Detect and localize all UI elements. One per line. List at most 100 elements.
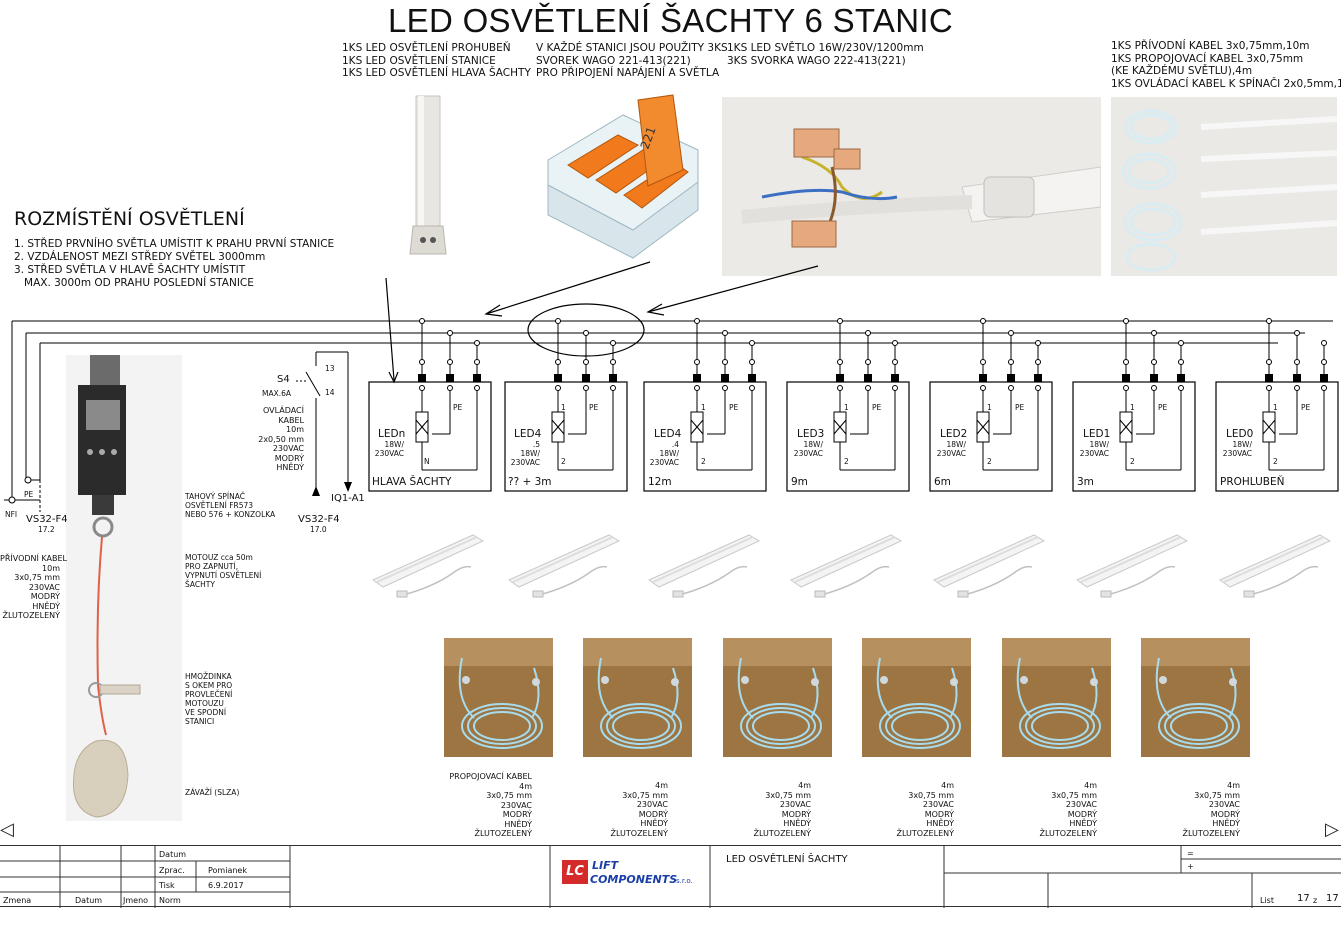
light-top-5: 1	[1130, 403, 1135, 412]
led-fixtures-row	[371, 534, 1332, 598]
light-terminal-0-0	[419, 359, 425, 365]
light-junction-5-2	[1178, 340, 1184, 346]
note-wago: V KAŽDÉ STANICI JSOU POUŽITY 3KS SVOREK …	[536, 42, 728, 79]
tb-datum2-label: Datum	[75, 896, 103, 905]
control-cable-label: OVLÁDACÍ KABEL 10m 2x0,50 mm 230VAC MODR…	[258, 406, 304, 472]
light-n-6: 2	[1273, 457, 1278, 466]
prev-page-icon[interactable]: ◁	[0, 819, 14, 840]
light-lamp-cross-b-0	[415, 419, 429, 435]
pe-label: PE	[24, 490, 34, 499]
light-n-3: 2	[844, 457, 849, 466]
light-name-0: LEDn	[378, 428, 406, 440]
light-n-0: N	[424, 457, 430, 466]
light-junction-1-2	[610, 340, 616, 346]
light-terminal-0-1	[447, 359, 453, 365]
light-label-6: PROHLUBEŇ	[1220, 476, 1285, 488]
led-fixture-body-0	[371, 534, 485, 588]
led-fixture-body-6	[1218, 534, 1332, 588]
light-pe-3: PE	[872, 403, 882, 412]
light-junction-5-0	[1123, 318, 1129, 324]
light-lamp-cross-b-1	[551, 419, 565, 435]
led-profile-photo	[404, 94, 454, 258]
light-terminal-5-0	[1123, 359, 1129, 365]
light-junction-4-2	[1035, 340, 1041, 346]
note-led-kit: 1KS LED SVĚTLO 16W/230V/1200mm 3KS SVORK…	[727, 42, 924, 67]
light-spec-5: 18W/ 230VAC	[1079, 440, 1109, 458]
light-connector-0-0	[418, 374, 426, 382]
light-junction-1-1	[583, 330, 589, 336]
vs-right-ref: 17.0	[310, 525, 327, 534]
arrow-connection-head	[646, 303, 665, 316]
led-fixture-cable-5	[1106, 565, 1176, 596]
tb-page-total: 17	[1326, 893, 1339, 904]
light-connector-6-2	[1320, 374, 1328, 382]
iq-label: IQ1-A1	[331, 493, 365, 504]
light-connector-1-0	[554, 374, 562, 382]
light-terminal-3-0	[837, 359, 843, 365]
rope-label: MOTOUZ cca 50m PRO ZAPNUTÍ, VYPNUTÍ OSVĚ…	[185, 553, 262, 589]
light-name-3: LED3	[797, 428, 825, 440]
tb-zprac-name: Pomianek	[208, 866, 247, 875]
light-terminal-6-0	[1266, 359, 1272, 365]
light-pin-5-2	[1178, 385, 1184, 391]
led-fixture-highlight-5	[1080, 536, 1182, 583]
title-block: Datum Zprac. Pomianek Tisk 6.9.2017 Norm…	[0, 845, 1341, 908]
cables-photo	[1111, 97, 1337, 276]
light-junction-3-1	[865, 330, 871, 336]
note-cables: 1KS PŘÍVODNÍ KABEL 3x0,75mm,10m 1KS PROP…	[1111, 40, 1341, 90]
light-spec-4: 18W/ 230VAC	[936, 440, 966, 458]
light-label-2: 12m	[648, 476, 672, 488]
light-junction-3-2	[892, 340, 898, 346]
arrow-wago	[485, 261, 651, 315]
led-fixture-highlight-6	[1223, 536, 1325, 583]
switch-blade	[305, 371, 321, 397]
light-pin-0-0	[419, 385, 425, 391]
light-box-3	[786, 318, 910, 492]
light-connector-3-2	[891, 374, 899, 382]
led-fixture-cable-6	[1249, 565, 1319, 596]
light-terminal-1-0	[555, 359, 561, 365]
cable-photo-2	[723, 638, 832, 757]
light-spec-2: .4 18W/ 230VAC	[649, 440, 679, 467]
light-spec-0: 18W/ 230VAC	[374, 440, 404, 458]
led-fixture-highlight-3	[794, 536, 896, 583]
light-terminal-2-0	[694, 359, 700, 365]
light-junction-4-1	[1008, 330, 1014, 336]
led-fixture-cable-0	[402, 565, 472, 596]
light-pin-4-0	[980, 385, 986, 391]
led-fixture-body-3	[789, 534, 903, 588]
light-connector-5-1	[1150, 374, 1158, 382]
light-connector-3-1	[864, 374, 872, 382]
light-terminal-4-2	[1035, 359, 1041, 365]
next-page-icon[interactable]: ▷	[1325, 819, 1339, 840]
light-connector-0-2	[473, 374, 481, 382]
cable-label-1: 4m 3x0,75 mm 230VAC MODRÝ HNĚDÝ ŽLUTOZEL…	[610, 781, 669, 838]
light-pin-0-2	[474, 385, 480, 391]
cable-photo-1	[583, 638, 692, 757]
led-fixture-plug-6	[1243, 590, 1255, 598]
light-connector-1-2	[609, 374, 617, 382]
light-label-5: 3m	[1077, 476, 1094, 488]
light-terminal-4-0	[980, 359, 986, 365]
light-top-1: 1	[561, 403, 566, 412]
light-connector-2-0	[693, 374, 701, 382]
tb-page-number: 17	[1297, 893, 1310, 904]
vs-left-ref: 17.2	[38, 525, 55, 534]
light-junction-4-0	[980, 318, 986, 324]
light-name-6: LED0	[1226, 428, 1254, 440]
led-fixture-highlight-0	[376, 536, 478, 583]
light-box-frame-0	[368, 381, 492, 492]
light-pin-3-2	[892, 385, 898, 391]
light-connector-4-0	[979, 374, 987, 382]
light-pin-0-1	[447, 385, 453, 391]
light-spec-1: .5 18W/ 230VAC	[510, 440, 540, 467]
anchor-label: HMOŽDINKA S OKEM PRO PROVLEČENÍ MOTOUZU …	[185, 672, 233, 726]
tb-tisk-date: 6.9.2017	[208, 881, 244, 890]
tb-zmena-label: Zmena	[3, 896, 32, 905]
arrow-led	[385, 277, 395, 381]
light-n-5: 2	[1130, 457, 1135, 466]
led-fixture-0	[371, 534, 485, 598]
led-fixture-highlight-2	[652, 536, 754, 583]
led-fixture-cable-2	[678, 565, 748, 596]
